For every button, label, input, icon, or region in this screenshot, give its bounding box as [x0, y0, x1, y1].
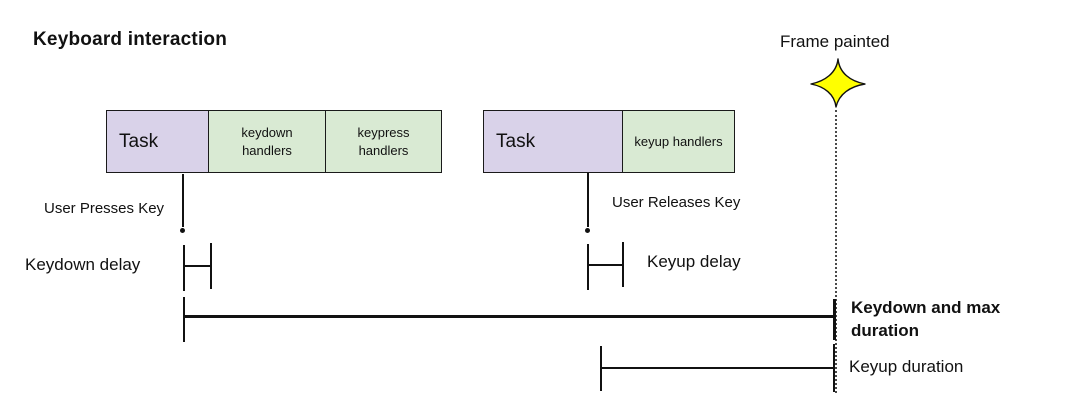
- frame-painted-dotted-line: [835, 110, 837, 393]
- keyup-duration-label: Keyup duration: [849, 357, 964, 376]
- task-box-keydown: Task: [106, 110, 209, 173]
- task-box-keyup: Task: [483, 110, 623, 173]
- page-title: Keyboard interaction: [33, 29, 228, 50]
- frame-painted-star-icon: [810, 58, 866, 108]
- star-shape: [810, 58, 866, 108]
- user-releases-key-dot: [585, 228, 590, 233]
- keyup-duration-right-cap: [833, 344, 835, 392]
- frame-painted-label: Frame painted: [780, 32, 890, 51]
- keydown-handlers-label: keydown handlers: [241, 124, 293, 158]
- user-releases-key-label: User Releases Key: [612, 194, 741, 211]
- keyup-handlers-box: keyup handlers: [622, 110, 735, 173]
- user-presses-key-label: User Presses Key: [44, 200, 165, 217]
- keydown-delay-left-tick: [183, 245, 185, 291]
- task-label: Task: [119, 130, 159, 152]
- keyup-task-group: Task keyup handlers: [483, 110, 735, 173]
- keyup-delay-left-tick: [587, 244, 589, 290]
- keydown-delay-bar: [184, 265, 211, 267]
- keydown-duration-left-cap: [183, 297, 185, 342]
- keydown-duration-line: [184, 315, 835, 318]
- keyup-delay-bar: [588, 264, 623, 266]
- keyup-delay-label: Keyup delay: [647, 252, 741, 271]
- keydown-task-group: Task keydown handlers keypress handlers: [106, 110, 442, 173]
- keyup-handlers-label: keyup handlers: [634, 133, 723, 149]
- user-presses-key-line: [182, 174, 184, 227]
- keydown-duration-right-cap: [833, 299, 836, 340]
- keydown-max-duration-label: Keydown and max duration: [851, 298, 1001, 340]
- user-presses-key-dot: [180, 228, 185, 233]
- keypress-handlers-label: keypress handlers: [357, 124, 410, 158]
- task-label: Task: [496, 130, 536, 152]
- user-releases-key-line: [587, 173, 589, 227]
- keydown-delay-label: Keydown delay: [25, 255, 141, 274]
- keydown-handlers-box: keydown handlers: [208, 110, 326, 173]
- keypress-handlers-box: keypress handlers: [325, 110, 442, 173]
- keyup-duration-left-cap: [600, 346, 602, 391]
- keyup-duration-line: [601, 367, 835, 369]
